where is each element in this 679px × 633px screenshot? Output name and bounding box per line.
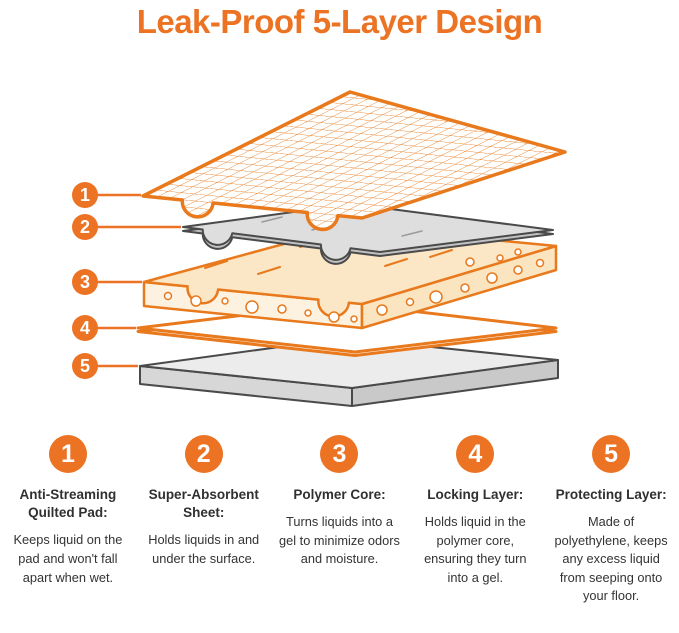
- legend-body-1: Keeps liquid on the pad and won't fall a…: [13, 532, 123, 585]
- legend-number-5: 5: [592, 435, 631, 473]
- marker-circle-1: [72, 182, 98, 208]
- legend-heading-5: Protecting Layer:: [555, 487, 667, 502]
- legend-body-2: Holds liquids in and under the surface.: [148, 532, 260, 566]
- layer-5-protecting-base: [139, 337, 559, 407]
- legend-item-3: 3 Polymer Core: Turns liquids into a gel…: [272, 424, 408, 569]
- legend-number-1: 1: [48, 435, 87, 473]
- marker-number-2: 2: [80, 217, 90, 237]
- marker-number-4: 4: [80, 318, 90, 338]
- marker-circle-4: [72, 315, 98, 341]
- legend-body-4: Holds liquid in the polymer core, ensuri…: [424, 514, 527, 585]
- marker-circle-3: [72, 269, 98, 295]
- marker-circle-5: [72, 353, 98, 379]
- legend-number-2: 2: [184, 435, 223, 473]
- core-gel-bubbles: [163, 248, 545, 323]
- layer-2-absorbent-sheet: [182, 203, 554, 265]
- mesh-grid-surface: [141, 90, 567, 232]
- legend-item-2: 2 Super-Absorbent Sheet: Holds liquids i…: [136, 424, 272, 569]
- legend-body-3: Turns liquids into a gel to minimize odo…: [279, 514, 400, 567]
- legend-number-4: 4: [456, 435, 495, 473]
- five-layer-exploded-diagram: 1 2 3 4 5: [72, 90, 567, 407]
- marker-number-1: 1: [80, 185, 90, 205]
- legend-heading-4: Locking Layer:: [427, 487, 524, 502]
- legend-heading-2: Super-Absorbent Sheet:: [148, 487, 259, 521]
- page-title: Leak-Proof 5-Layer Design: [136, 3, 543, 40]
- legend-item-4: 4 Locking Layer: Holds liquid in the pol…: [407, 424, 543, 587]
- legend-body-5: Made of polyethylene, keeps any excess l…: [554, 514, 668, 604]
- legend-item-1: 1 Anti-Streaming Quilted Pad: Keeps liqu…: [0, 424, 136, 587]
- marker-number-3: 3: [80, 272, 90, 292]
- legend-item-5: 5 Protecting Layer: Made of polyethylene…: [543, 424, 679, 606]
- legend-heading-3: Polymer Core:: [293, 487, 386, 502]
- layer-1-quilted-mesh: [141, 90, 567, 232]
- layer-3-polymer-core: [142, 224, 558, 330]
- legend-heading-1: Anti-Streaming Quilted Pad:: [19, 487, 117, 521]
- legend-number-3: 3: [320, 435, 359, 473]
- marker-number-5: 5: [80, 356, 90, 376]
- legend: 1 Anti-Streaming Quilted Pad: Keeps liqu…: [0, 424, 679, 633]
- layer-markers: 1 2 3 4 5: [72, 182, 181, 379]
- marker-circle-2: [72, 214, 98, 240]
